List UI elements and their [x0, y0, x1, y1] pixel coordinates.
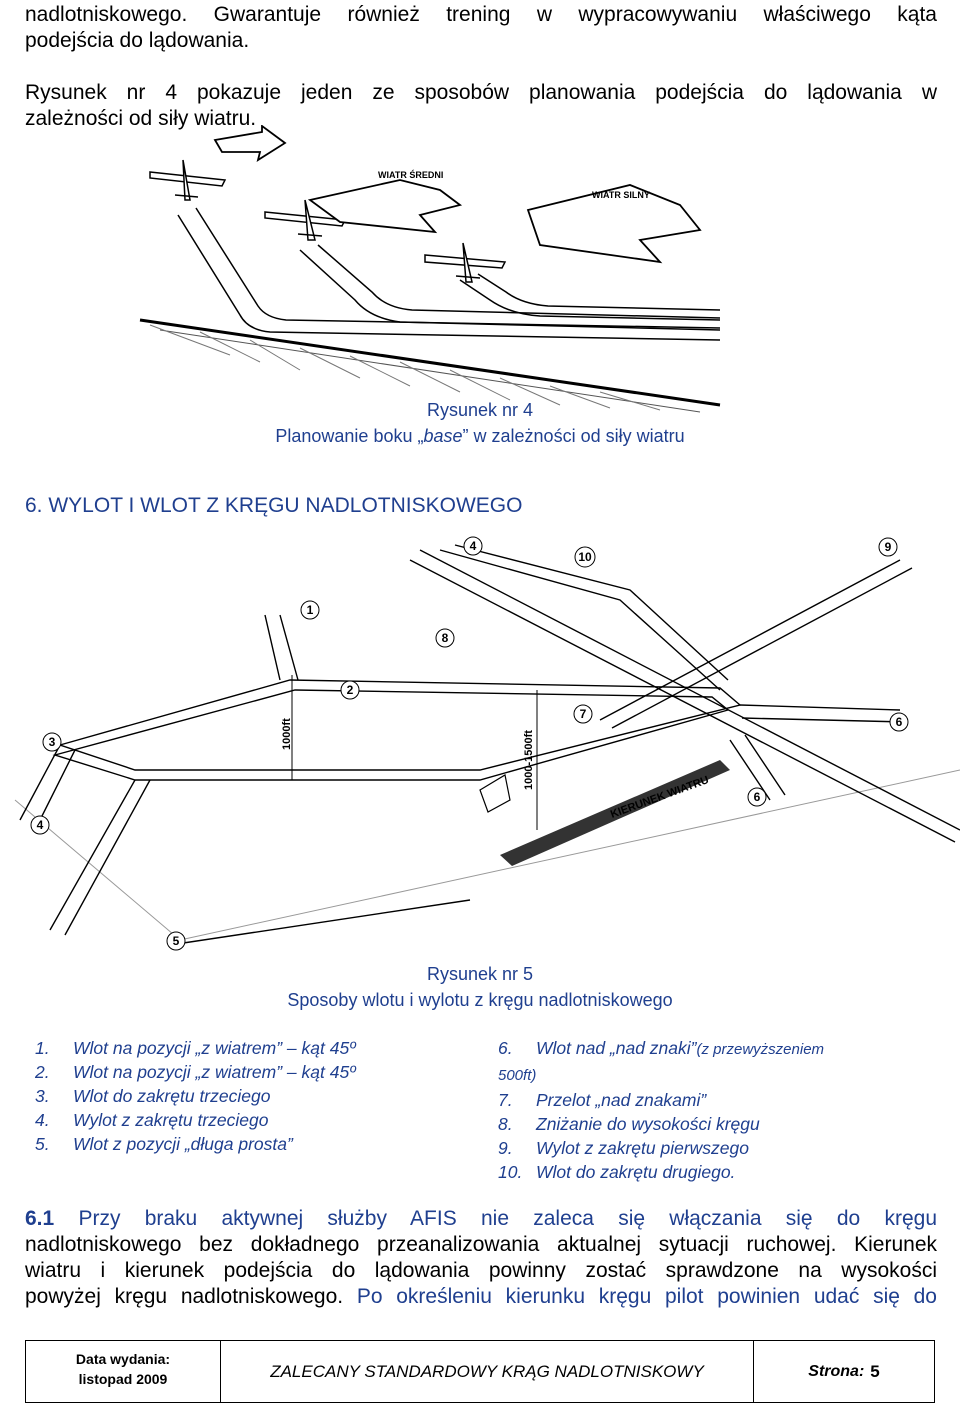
- list-item: 2.Wlot na pozycji „z wiatrem” – kąt 45º: [35, 1062, 356, 1082]
- figure-4-caption-title: Rysunek nr 4: [426, 400, 534, 420]
- marker-4a: 4: [30, 815, 50, 835]
- list-item: 4.Wylot z zakrętu trzeciego: [35, 1110, 269, 1130]
- page-footer: Data wydania: listopad 2009 ZALECANY STA…: [25, 1340, 935, 1403]
- figure-4-caption: Planowanie boku „base” w zależności od s…: [275, 426, 685, 446]
- list-item: 8.Zniżanie do wysokości kręgu: [498, 1114, 760, 1134]
- marker-1: 1: [300, 600, 320, 620]
- para-6-1-line-1: 6.1 Przy braku aktywnej służby AFIS nie …: [25, 1207, 937, 1230]
- marker-6b: 6: [747, 787, 767, 807]
- wind-direction-label: KIERUNEK WIATRU: [609, 774, 711, 821]
- svg-text:6: 6: [896, 715, 903, 729]
- intro-line-2: podejścia do lądowania.: [25, 29, 250, 52]
- marker-5: 5: [166, 931, 186, 951]
- svg-text:4: 4: [37, 818, 44, 832]
- medium-wind-label: WIATR ŚREDNI: [378, 169, 443, 180]
- windsock-icon: [479, 774, 511, 813]
- aircraft-icon: [264, 199, 347, 241]
- marker-7: 7: [573, 704, 593, 724]
- aircraft-icon: [424, 242, 507, 283]
- list-item: 3.Wlot do zakrętu trzeciego: [35, 1086, 271, 1106]
- figure-5-caption: Sposoby wlotu i wylotu z kręgu nadlotnis…: [287, 990, 673, 1010]
- svg-text:6: 6: [754, 790, 761, 804]
- aircraft-icon: [149, 159, 227, 201]
- figure-5-diagram: 1000ft 1000-1500ft KIERUNEK WIATRU 1 2 3…: [14, 536, 960, 951]
- intro-line-3: Rysunek nr 4 pokazuje jeden ze sposobów …: [25, 81, 937, 104]
- para-6-1-line-3: wiatru i kierunek podejścia do lądowania…: [25, 1259, 937, 1282]
- document-title: ZALECANY STANDARDOWY KRĄG NADLOTNISKOWY: [221, 1341, 754, 1402]
- marker-8: 8: [435, 628, 455, 648]
- svg-text:10: 10: [578, 550, 592, 564]
- svg-text:7: 7: [580, 707, 587, 721]
- page-number: Strona:5: [808, 1361, 880, 1381]
- list-item: 5.Wlot z pozycji „długa prosta”: [35, 1134, 293, 1154]
- list-item: 1.Wlot na pozycji „z wiatrem” – kąt 45º: [35, 1038, 356, 1058]
- intro-line-1: nadlotniskowego. Gwarantuje również tren…: [25, 3, 937, 26]
- list-item: 6.Wlot nad „nad znaki”(z przewyższeniem: [498, 1038, 825, 1058]
- altitude-range-label: 1000-1500ft: [523, 730, 535, 790]
- svg-text:2: 2: [347, 683, 354, 697]
- intro-line-4: zależności od siły wiatru.: [25, 107, 257, 130]
- figure-4-diagram: WIATR ŚREDNI WIATR SILNY: [139, 125, 721, 413]
- strong-wind-label: WIATR SILNY: [592, 190, 650, 200]
- legend-left: 1.Wlot na pozycji „z wiatrem” – kąt 45º …: [35, 1036, 356, 1156]
- wind-arrow-icon: [526, 184, 702, 264]
- list-item: 7.Przelot „nad znakami”: [498, 1090, 707, 1110]
- marker-3: 3: [42, 732, 62, 752]
- legend-right: 6.Wlot nad „nad znaki”(z przewyższeniem …: [498, 1036, 824, 1184]
- marker-2: 2: [340, 680, 360, 700]
- svg-text:4: 4: [470, 539, 477, 553]
- marker-4b: 4: [463, 536, 483, 556]
- para-6-1-line-2: nadlotniskowego bez dokładnego przeanali…: [25, 1233, 937, 1256]
- section-6-heading: 6. WYLOT I WLOT Z KRĘGU NADLOTNISKOWEGO: [25, 494, 523, 517]
- svg-text:1: 1: [307, 603, 314, 617]
- marker-10: 10: [574, 546, 596, 568]
- svg-text:8: 8: [442, 631, 449, 645]
- svg-text:9: 9: [885, 540, 892, 554]
- list-item: 500ft): [498, 1067, 537, 1084]
- figure-5-caption-title: Rysunek nr 5: [426, 964, 534, 984]
- svg-text:5: 5: [173, 934, 180, 948]
- list-item: 9.Wylot z zakrętu pierwszego: [498, 1138, 749, 1158]
- svg-text:3: 3: [49, 735, 56, 749]
- marker-6a: 6: [889, 712, 909, 732]
- altitude-1000-label: 1000ft: [281, 718, 293, 750]
- wind-arrow-icon: [213, 125, 287, 162]
- para-6-1-line-4: powyżej kręgu nadlotniskowego. Po określ…: [25, 1285, 937, 1308]
- issue-date: Data wydania: listopad 2009: [26, 1341, 221, 1402]
- marker-9: 9: [878, 537, 898, 557]
- list-item: 10.Wlot do zakrętu drugiego.: [498, 1162, 736, 1182]
- wind-arrow-icon: [307, 179, 463, 234]
